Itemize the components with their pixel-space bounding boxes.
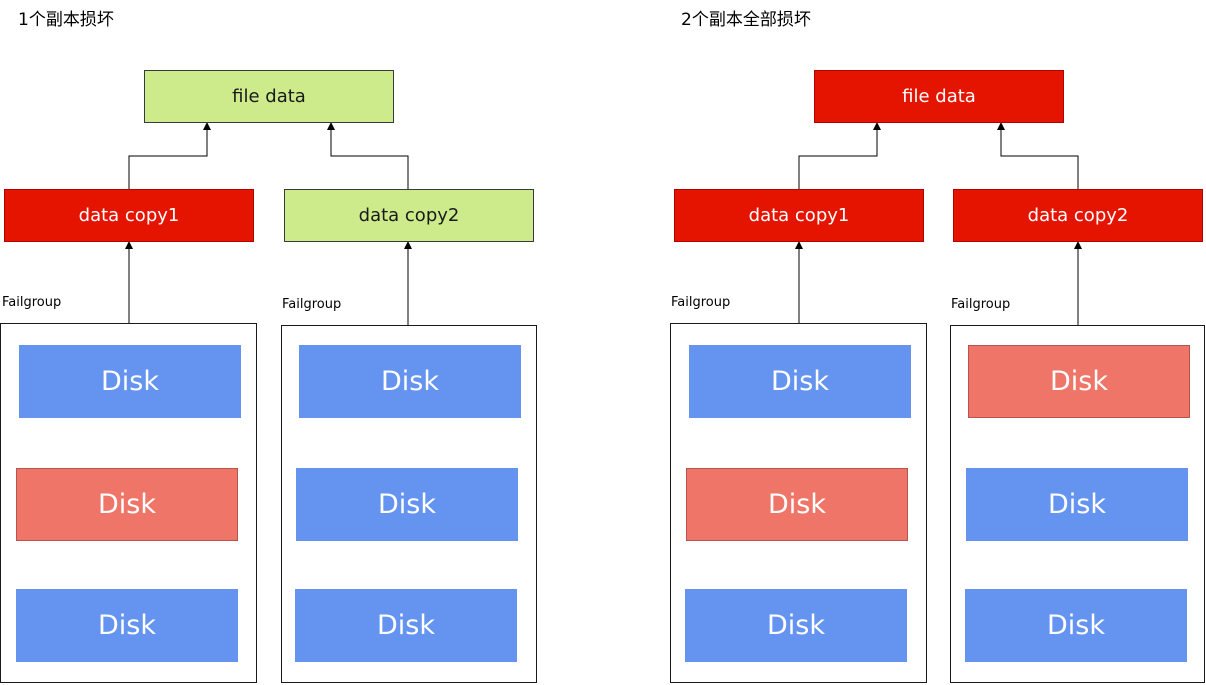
disk-damaged: Disk	[686, 468, 908, 541]
file-data-box: file data	[144, 70, 394, 123]
edge-copy1-to-file-data	[128, 122, 211, 189]
disk: Disk	[295, 589, 517, 662]
scenario-title: 1个副本损坏	[18, 10, 114, 30]
disk: Disk	[965, 589, 1187, 662]
edge-copy1-to-file-data	[798, 122, 881, 189]
failgroup-label: Failgroup	[951, 297, 1011, 312]
data-copy2-box: data copy2	[953, 189, 1203, 242]
disk: Disk	[689, 345, 911, 418]
disk: Disk	[16, 589, 238, 662]
data-copy2-box: data copy2	[284, 189, 534, 242]
scenario-title: 2个副本全部损坏	[681, 10, 811, 30]
disk-damaged: Disk	[16, 468, 238, 541]
edge-copy2-to-file-data	[327, 122, 409, 189]
failgroup-label: Failgroup	[2, 295, 62, 310]
disk: Disk	[19, 345, 241, 418]
file-data-box: file data	[814, 70, 1064, 123]
disk: Disk	[966, 468, 1188, 541]
disk-damaged: Disk	[968, 345, 1190, 418]
disk: Disk	[296, 468, 518, 541]
disk: Disk	[685, 589, 907, 662]
failgroup-label: Failgroup	[671, 295, 731, 310]
edge-copy2-to-file-data	[997, 122, 1079, 189]
disk: Disk	[299, 345, 521, 418]
data-copy1-box: data copy1	[674, 189, 924, 242]
data-copy1-box: data copy1	[4, 189, 254, 242]
failgroup-label: Failgroup	[282, 297, 342, 312]
